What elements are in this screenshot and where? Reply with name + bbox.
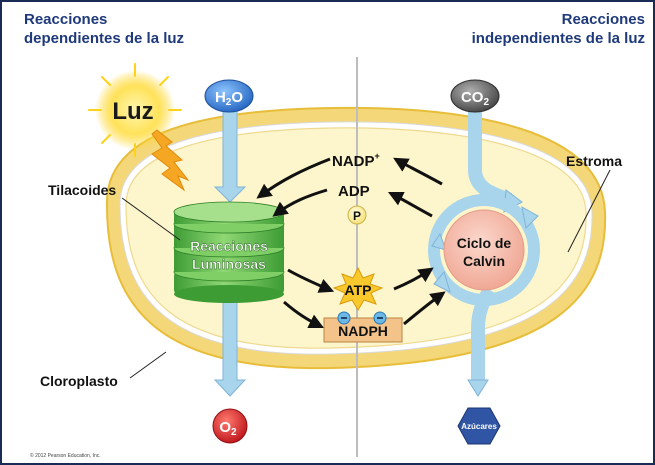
arrow-adp-to-thylakoid [272,188,328,217]
estroma-leader-line [567,169,611,253]
tilacoides-label: Tilacoides [48,182,116,198]
arrow-nadp-to-thylakoid [256,157,331,199]
calvin-label-line1: Ciclo de [457,235,512,251]
nadph-label: NADPH [338,323,388,339]
calvin-cycle [428,194,540,306]
arrow-calvin-to-adp [387,191,433,218]
arrow-thylakoid-to-atp [287,268,335,293]
light-label: Luz [112,98,153,125]
nadp-text: NADP [332,153,375,170]
header-left-line1: Reacciones [24,11,108,28]
h2o-h: H [215,89,226,106]
svg-text:H2O: H2O [215,89,243,108]
sugars-label: Azúcares [461,422,497,431]
light-reactions-line2: Luminosas [192,256,266,272]
header-right-line2: independientes de la luz [471,30,645,47]
atp-burst-icon [332,266,384,311]
cloroplasto-label: Cloroplasto [40,373,118,389]
arrow-calvin-to-nadp [393,157,443,186]
nadp-plus-label: NADP+ [332,151,380,170]
co2-sub: 2 [483,97,489,108]
arrow-atp-to-calvin [393,267,434,291]
phosphate-label: P [353,209,361,223]
cloroplasto-leader-line [129,351,167,379]
sun-icon [88,63,190,192]
arrow-nadph-to-calvin [403,291,446,326]
header-left-line2: dependientes de la luz [24,30,185,47]
nadp-sup: + [375,151,380,161]
light-reactions-line1: Reacciones [190,238,268,254]
phosphate-icon [347,205,367,225]
co2-co: CO [461,89,484,106]
o2-sub: 2 [231,427,237,438]
h2o-input-flow [213,109,247,203]
o2-output-flow [213,299,247,397]
atp-label: ATP [345,282,372,298]
header-light-independent: Reacciones independientes de la luz [472,10,645,48]
h2o-o: O [231,89,243,106]
co2-molecule: CO2 [450,79,500,113]
arrow-thylakoid-to-nadph [283,300,325,329]
tilacoides-leader-line [121,197,181,241]
sugar-output-flow [467,286,496,397]
svg-text:CO2: CO2 [461,89,490,108]
copyright-notice: © 2012 Pearson Education, Inc. [30,453,101,459]
adp-label: ADP [338,183,370,200]
o2-o: O [219,419,231,436]
header-light-dependent: Reacciones dependientes de la luz [24,10,184,48]
svg-text:O2: O2 [219,419,237,438]
h2o-molecule: H2O [204,79,254,113]
header-right-line1: Reacciones [561,11,645,28]
estroma-label: Estroma [566,153,622,169]
h2o-sub: 2 [226,97,232,108]
o2-molecule: O2 [212,408,248,444]
nadph-box [323,311,403,343]
thylakoid-stack [173,201,285,303]
sugars-hexagon [457,407,501,445]
calvin-label-line2: Calvin [463,253,505,269]
